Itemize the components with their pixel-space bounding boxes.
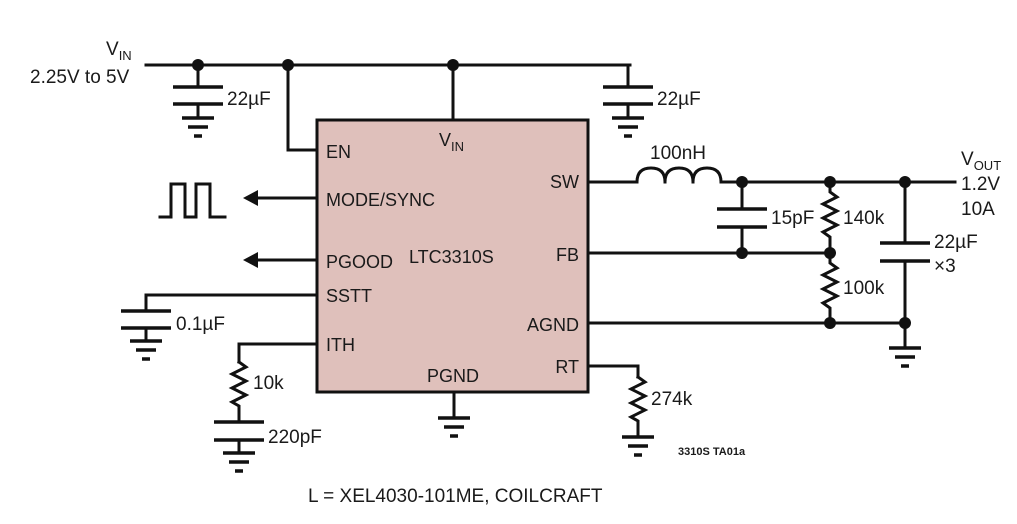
figure-id: 3310S TA01a (678, 446, 746, 458)
pin-agnd-label: AGND (527, 315, 579, 335)
vout-voltage: 1.2V (961, 174, 1000, 195)
arrow-left-icon (243, 252, 258, 268)
ground-icon (612, 116, 644, 138)
pin-pgood-label: PGOOD (326, 252, 393, 272)
cout-quantity: ×3 (934, 256, 956, 277)
ith-capacitor (214, 420, 264, 454)
vout-label: VOUT (961, 149, 1001, 173)
rbottom-value: 100k (843, 278, 885, 299)
input-capacitor-1 (173, 63, 223, 120)
feedback-resistor-bottom (819, 251, 841, 325)
vin-range-label: 2.25V to 5V (30, 67, 130, 88)
pin-vin-label: VIN (439, 130, 464, 154)
junction-dot (824, 317, 836, 329)
soft-start-capacitor (121, 293, 319, 342)
caption: L = XEL4030-101ME, COILCRAFT (308, 486, 603, 507)
ground-icon (438, 416, 470, 438)
chip-part-number: LTC3310S (409, 247, 494, 267)
rrt-value: 274k (651, 389, 693, 410)
cout-value: 22µF (934, 232, 978, 253)
inductor (635, 166, 723, 184)
pin-sw-label: SW (550, 172, 579, 192)
cin2-value: 22µF (657, 89, 701, 110)
cith-value: 220pF (268, 427, 322, 448)
pin-pgnd-label: PGND (427, 366, 479, 386)
pin-mode-sync-label: MODE/SYNC (326, 190, 435, 210)
pin-sstt-label: SSTT (326, 286, 372, 306)
rt-resistor (586, 364, 649, 438)
square-wave-icon (158, 182, 227, 219)
en-pin-wire (286, 63, 319, 152)
feedforward-capacitor (717, 180, 767, 255)
css-value: 0.1µF (176, 314, 225, 335)
ith-resistor (228, 342, 319, 423)
arrow-left-icon (243, 190, 258, 206)
ground-icon (223, 451, 255, 473)
pin-fb-label: FB (556, 245, 579, 265)
pin-ith-label: ITH (326, 335, 355, 355)
rtop-value: 140k (843, 208, 885, 229)
pin-en-label: EN (326, 142, 351, 162)
ic-chip-body (315, 118, 590, 394)
ground-icon (182, 116, 214, 138)
input-capacitor-2 (451, 63, 653, 120)
vin-input-label: VIN (106, 39, 132, 63)
rith-value: 10k (253, 373, 284, 394)
pin-rt-label: RT (555, 357, 579, 377)
inductor-value: 100nH (650, 143, 706, 164)
cin1-value: 22µF (227, 89, 271, 110)
ground-icon (622, 435, 654, 457)
ground-icon (130, 339, 162, 361)
output-capacitor (880, 180, 930, 350)
feedback-resistor-top (819, 180, 841, 255)
ground-icon (889, 346, 921, 368)
cff-value: 15pF (771, 208, 814, 229)
vout-current: 10A (961, 199, 995, 220)
